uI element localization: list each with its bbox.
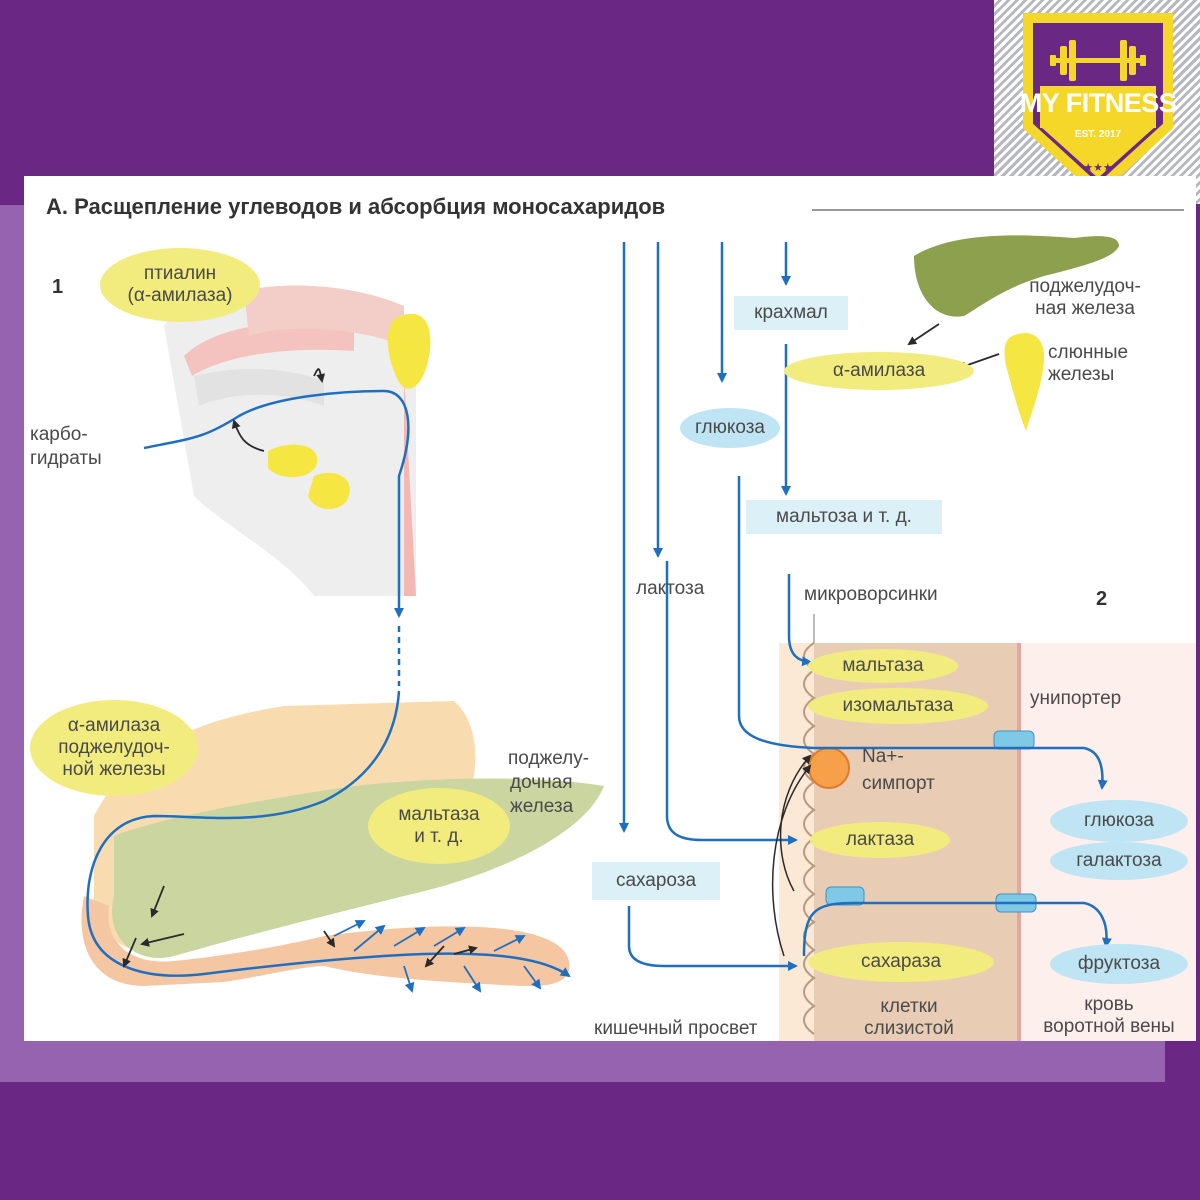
head-illustration bbox=[164, 285, 431, 596]
pancreatic-amylase-line-3: ной железы bbox=[62, 759, 166, 780]
mucosa-line-1: клетки bbox=[880, 996, 938, 1017]
lactase-bubble: лактаза bbox=[810, 822, 950, 858]
logo-title: MY FITNESS bbox=[1019, 88, 1177, 118]
sucrose-box: сахароза bbox=[592, 862, 720, 900]
pancreas-right-line-1: поджелудоч- bbox=[1029, 276, 1141, 297]
na-symport-line-1: Na+- bbox=[862, 746, 904, 767]
uniporter-label: унипортер bbox=[1030, 688, 1122, 709]
flow-sucrase bbox=[627, 906, 798, 971]
flow-glucose-blood bbox=[737, 476, 1108, 790]
section-number-2: 2 bbox=[1096, 588, 1108, 610]
maltase-etc-line-1: мальтаза bbox=[398, 804, 480, 825]
blood-line-1: кровь bbox=[1084, 994, 1134, 1015]
diagram-panel: А. Расщепление углеводов и абсорбция мон… bbox=[24, 176, 1196, 1041]
pancreas-right-line-2: ная железа bbox=[1035, 298, 1135, 319]
salivary-line-2: железы bbox=[1048, 364, 1115, 385]
fructose-bubble: фруктоза bbox=[1050, 944, 1188, 984]
logo-est: EST. 2017 bbox=[1074, 129, 1122, 140]
galactose-bubble: галактоза bbox=[1050, 842, 1188, 880]
maltose-box: мальтоза и т. д. bbox=[746, 500, 942, 534]
diagram-title: А. Расщепление углеводов и абсорбция мон… bbox=[46, 194, 666, 219]
sucrase-bubble: сахараза bbox=[808, 942, 994, 982]
lactose-label: лактоза bbox=[636, 578, 705, 599]
flow-lactase bbox=[665, 561, 798, 845]
lumen-label: кишечный просвет bbox=[594, 1018, 758, 1039]
pancreas-left-line-3: железа bbox=[510, 796, 574, 817]
maltase-etc-line-2: и т. д. bbox=[414, 826, 464, 847]
barbell-icon bbox=[1050, 40, 1146, 81]
absorption-arrows bbox=[333, 920, 542, 993]
logo-stars: ★★★ bbox=[1083, 161, 1113, 174]
pancreatic-amylase-line-1: α-амилаза bbox=[67, 715, 161, 736]
microvilli-label: микроворсинки bbox=[804, 584, 938, 605]
flow-fructose-blood bbox=[802, 901, 1112, 957]
maltase-etc-bubble: мальтаза и т. д. bbox=[368, 788, 510, 864]
carbs-line-1: карбо- bbox=[30, 424, 88, 445]
mucosa-line-2: слизистой bbox=[864, 1018, 954, 1039]
glucose-top-bubble: глюкоза bbox=[680, 408, 780, 448]
salivary-line-1: слюнные bbox=[1048, 342, 1129, 363]
blood-line-2: воротной вены bbox=[1043, 1016, 1175, 1037]
pancreas-left-line-2: дочная bbox=[510, 772, 573, 793]
fitness-logo: ★★★ bbox=[1023, 13, 1173, 197]
maltase-bubble: мальтаза bbox=[808, 649, 958, 683]
flow-maltase bbox=[787, 574, 812, 667]
na-symport-line-2: симпорт bbox=[862, 773, 935, 794]
carbs-line-2: гидраты bbox=[30, 448, 102, 469]
na-symport-transporter bbox=[808, 747, 850, 789]
isomaltase-bubble: изомальтаза bbox=[808, 688, 988, 724]
flow-mouth bbox=[143, 389, 410, 618]
pancreatic-amylase-bubble: α-амилаза поджелудоч- ной железы bbox=[30, 700, 198, 796]
pancreatic-amylase-line-2: поджелудоч- bbox=[58, 737, 170, 758]
flow-intestine bbox=[86, 690, 571, 978]
starch-box: крахмал bbox=[734, 296, 848, 330]
ptyalin-line-2: (α-амилаза) bbox=[127, 285, 233, 306]
salivary-gland-illustration bbox=[1004, 332, 1045, 431]
ptyalin-line-1: птиалин bbox=[143, 263, 217, 284]
glucose-bubble: глюкоза bbox=[1050, 800, 1188, 842]
pancreas-illustration bbox=[914, 235, 1119, 317]
alpha-amylase-bubble: α-амилаза bbox=[784, 352, 974, 390]
ptyalin-bubble: птиалин (α-амилаза) bbox=[100, 248, 260, 322]
pancreas-left-line-1: поджелу- bbox=[508, 748, 590, 769]
section-number-1: 1 bbox=[52, 276, 64, 298]
